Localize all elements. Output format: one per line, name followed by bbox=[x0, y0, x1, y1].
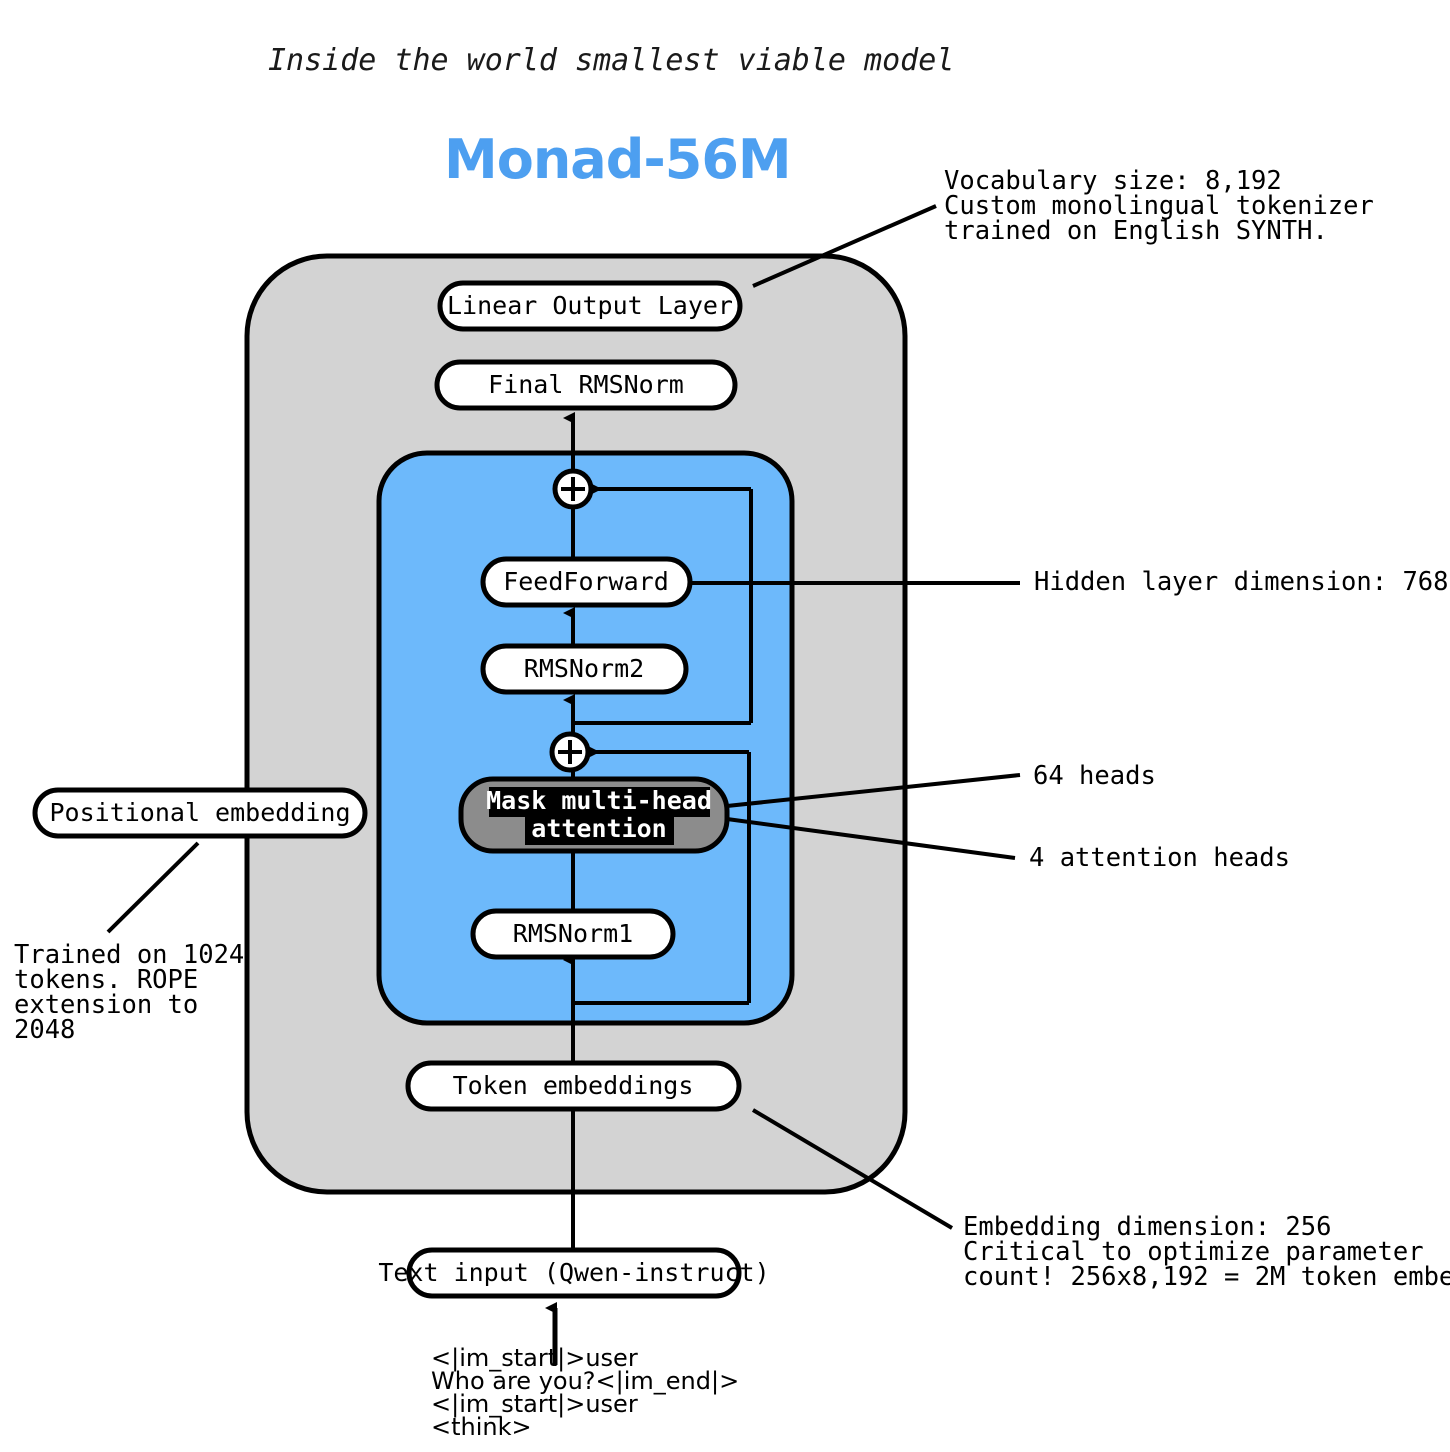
node-feedforward-label: FeedForward bbox=[503, 567, 669, 596]
leader-4-attention-heads bbox=[726, 817, 1016, 860]
prompt-line-4: <think> bbox=[431, 1413, 532, 1441]
node-positional-embedding[interactable]: Positional embedding bbox=[32, 787, 368, 839]
leader-embedding-dim bbox=[751, 1108, 954, 1230]
annotation-positional-note-line1: Trained on 1024 bbox=[14, 940, 244, 970]
annotation-positional-note-line3: extension to bbox=[14, 990, 198, 1020]
node-token-embeddings[interactable]: Token embeddings bbox=[405, 1060, 742, 1112]
annotation-embedding-note-line1: Embedding dimension: 256 bbox=[963, 1212, 1331, 1242]
annotation-positional-note-line4: 2048 bbox=[14, 1015, 75, 1045]
node-text-input-label: Text input (Qwen-instruct) bbox=[378, 1258, 769, 1287]
annotation-hidden-dimension: Hidden layer dimension: 768 bbox=[1034, 567, 1449, 597]
annotation-vocabulary-line1: Vocabulary size: 8,192 bbox=[944, 166, 1282, 196]
node-linear-output-layer[interactable]: Linear Output Layer bbox=[437, 280, 743, 332]
node-residual-add-2 bbox=[552, 468, 594, 510]
model-name-title: Monad-56M bbox=[444, 128, 791, 191]
annotation-vocabulary: Vocabulary size: 8,192 Custom monolingua… bbox=[944, 166, 1374, 246]
leader-64-heads bbox=[726, 773, 1021, 808]
node-final-rmsnorm[interactable]: Final RMSNorm bbox=[434, 359, 738, 411]
annotation-embedding-note: Embedding dimension: 256 Critical to opt… bbox=[963, 1212, 1450, 1292]
node-linear-output-layer-label: Linear Output Layer bbox=[447, 291, 733, 320]
page-subtitle: Inside the world smallest viable model bbox=[268, 43, 954, 78]
prompt-line-2: Who are you?<|im_end|> bbox=[431, 1367, 739, 1395]
annotation-vocabulary-line2: Custom monolingual tokenizer bbox=[944, 191, 1374, 221]
leader-vocabulary bbox=[752, 204, 937, 288]
annotation-4-attention-heads: 4 attention heads bbox=[1029, 843, 1290, 873]
node-text-input[interactable]: Text input (Qwen-instruct) bbox=[378, 1247, 770, 1299]
node-residual-add-1 bbox=[549, 731, 591, 773]
node-attention-label-line1: Mask multi-head bbox=[486, 786, 712, 815]
node-positional-embedding-label: Positional embedding bbox=[49, 798, 350, 827]
annotation-64-heads: 64 heads bbox=[1033, 761, 1156, 791]
node-rmsnorm1-label: RMSNorm1 bbox=[513, 919, 633, 948]
annotation-positional-note: Trained on 1024 tokens. ROPE extension t… bbox=[14, 940, 244, 1045]
node-rmsnorm1[interactable]: RMSNorm1 bbox=[470, 908, 676, 960]
node-masked-multihead-attention[interactable]: Mask multi-head attention bbox=[458, 776, 730, 854]
annotation-vocabulary-line3: trained on English SYNTH. bbox=[944, 216, 1328, 246]
node-final-rmsnorm-label: Final RMSNorm bbox=[488, 370, 684, 399]
prompt-line-3: <|im_start|>user bbox=[431, 1390, 638, 1418]
prompt-line-1: <|im_start|>user bbox=[431, 1344, 638, 1372]
annotation-positional-note-line2: tokens. ROPE bbox=[14, 965, 198, 995]
node-attention-label-line2: attention bbox=[531, 814, 666, 843]
node-feedforward[interactable]: FeedForward bbox=[480, 556, 693, 608]
transformer-block bbox=[376, 450, 795, 1026]
annotation-embedding-note-line2: Critical to optimize parameter bbox=[963, 1237, 1424, 1267]
node-rmsnorm2-label: RMSNorm2 bbox=[524, 654, 644, 683]
prompt-text: <|im_start|>user Who are you?<|im_end|> … bbox=[431, 1344, 739, 1441]
annotation-embedding-note-line3: count! 256x8,192 = 2M token embeds bbox=[963, 1262, 1450, 1292]
node-rmsnorm2[interactable]: RMSNorm2 bbox=[480, 643, 689, 695]
node-token-embeddings-label: Token embeddings bbox=[453, 1071, 694, 1100]
leader-positional-embedding bbox=[106, 841, 200, 934]
